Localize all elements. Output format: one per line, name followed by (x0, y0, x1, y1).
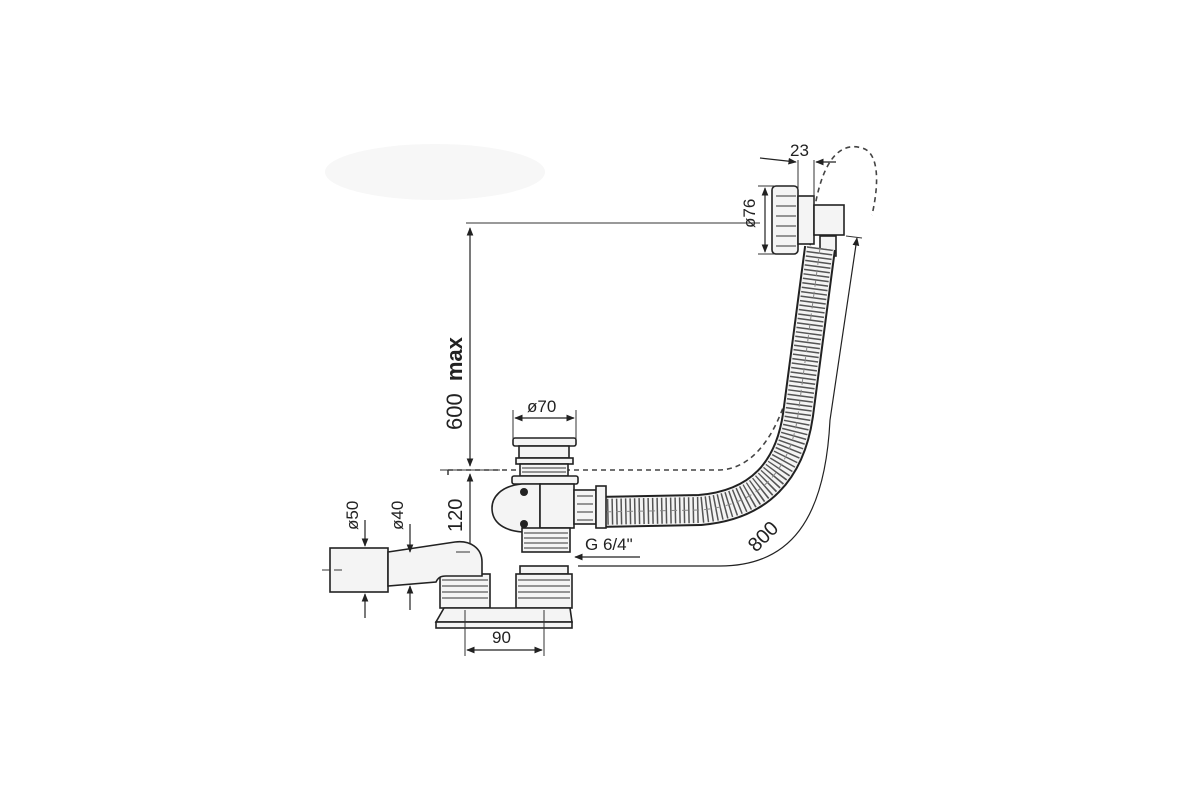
diameter-76-dimension: ø76 (740, 185, 775, 255)
diameter-76-label: ø76 (740, 199, 759, 228)
width-dimension-90: 90 (464, 610, 545, 656)
overflow-head (771, 185, 845, 257)
thread-callout: G 6/4" (574, 535, 640, 561)
diameter-40-label: ø40 (388, 501, 407, 530)
drain-plug (511, 437, 579, 485)
diameter-70-label: ø70 (527, 397, 556, 416)
thread-label: G 6/4" (585, 535, 633, 554)
diameter-50-label: ø50 (343, 501, 362, 530)
height-120-label: 120 (445, 499, 467, 532)
diameter-70-dimension: ø70 (512, 397, 577, 440)
diameter-50-dimension: ø50 (343, 501, 369, 618)
width-23-label: 23 (790, 141, 809, 160)
width-90-label: 90 (492, 628, 511, 647)
drain-body (491, 483, 607, 553)
overflow-hose (594, 245, 836, 528)
width-dimension-23: 23 (759, 141, 836, 205)
background-smudge (325, 144, 545, 200)
diameter-40-dimension: ø40 (388, 501, 414, 610)
siphon-trap (434, 565, 573, 629)
height-dimension-600: 600 max (440, 222, 760, 471)
height-600-label: 600 max (442, 336, 467, 430)
